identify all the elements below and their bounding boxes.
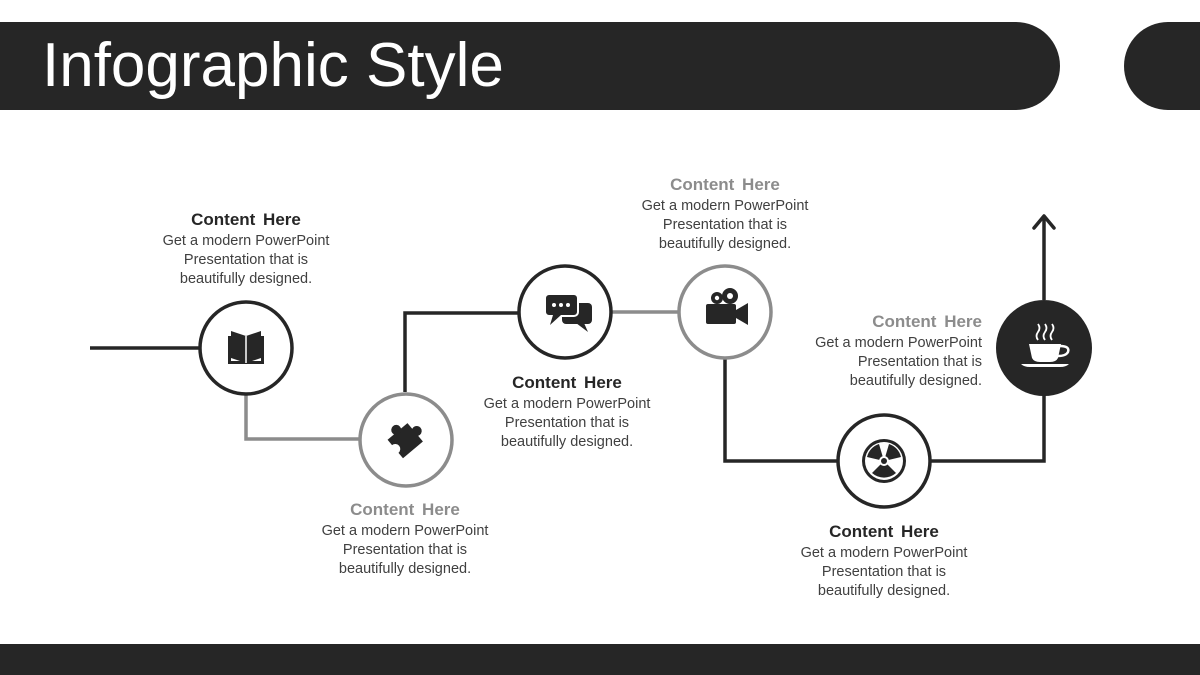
step-4-heading: Content Here: [670, 175, 780, 194]
step-3-line-1: Get a modern PowerPoint: [483, 396, 651, 412]
step-node-6: [996, 300, 1092, 396]
step-2-line-2: Presentation that is: [342, 542, 468, 558]
step-node-5: [836, 413, 932, 509]
slide-title: Infographic Style: [42, 31, 504, 100]
step-node-4: [677, 264, 773, 360]
arrow-head-icon: [1032, 214, 1056, 230]
step-5-line-2: Presentation that is: [821, 564, 947, 580]
connector-1-2: [244, 395, 360, 441]
step-2-line-3: beautifully designed.: [338, 561, 472, 577]
step-5-heading: Content Here: [829, 522, 939, 541]
step-6-line-2: Presentation that is: [857, 354, 982, 370]
step-3-line-2: Presentation that is: [504, 415, 630, 431]
step-5-text: Content Here Get a modern PowerPoint Pre…: [784, 521, 984, 600]
coffee-cup-icon: [1021, 323, 1070, 367]
step-6-text: Content Here Get a modern PowerPoint Pre…: [782, 311, 982, 390]
step-6-line-3: beautifully designed.: [849, 373, 982, 389]
step-3-heading: Content Here: [512, 373, 622, 392]
connector-4-5: [723, 359, 837, 463]
step-4-line-3: beautifully designed.: [658, 236, 792, 252]
step-2-heading: Content Here: [350, 500, 460, 519]
step-3-line-3: beautifully designed.: [500, 434, 634, 450]
title-bar-cap: [1124, 22, 1200, 110]
step-node-3: [517, 264, 613, 360]
title-bar: [0, 22, 1060, 110]
video-camera-icon: [706, 288, 748, 325]
step-1-line-1: Get a modern PowerPoint: [162, 233, 330, 249]
step-node-2: [358, 392, 454, 488]
step-6-line-1: Get a modern PowerPoint: [815, 335, 982, 351]
step-1-heading: Content Here: [191, 210, 301, 229]
step-3-text: Content Here Get a modern PowerPoint Pre…: [467, 372, 667, 451]
radiation-icon: [862, 439, 906, 483]
step-1-text: Content Here Get a modern PowerPoint Pre…: [146, 209, 346, 288]
chat-bubbles-icon: [544, 293, 592, 332]
book-icon: [228, 331, 264, 364]
step-2-text: Content Here Get a modern PowerPoint Pre…: [305, 499, 505, 578]
step-node-1: [198, 300, 294, 396]
step-1-line-2: Presentation that is: [183, 252, 309, 268]
connector-2-3: [403, 311, 519, 392]
step-4-text: Content Here Get a modern PowerPoint Pre…: [625, 174, 825, 253]
step-4-line-1: Get a modern PowerPoint: [641, 198, 809, 214]
step-5-line-3: beautifully designed.: [817, 583, 951, 599]
puzzle-icon: [387, 423, 423, 459]
step-2-line-1: Get a modern PowerPoint: [321, 523, 489, 539]
footer-bar: [0, 644, 1200, 675]
step-6-heading: Content Here: [872, 312, 982, 331]
step-1-line-3: beautifully designed.: [179, 271, 313, 287]
connector-5-6: [931, 395, 1046, 463]
step-5-line-1: Get a modern PowerPoint: [800, 545, 968, 561]
step-4-line-2: Presentation that is: [662, 217, 788, 233]
